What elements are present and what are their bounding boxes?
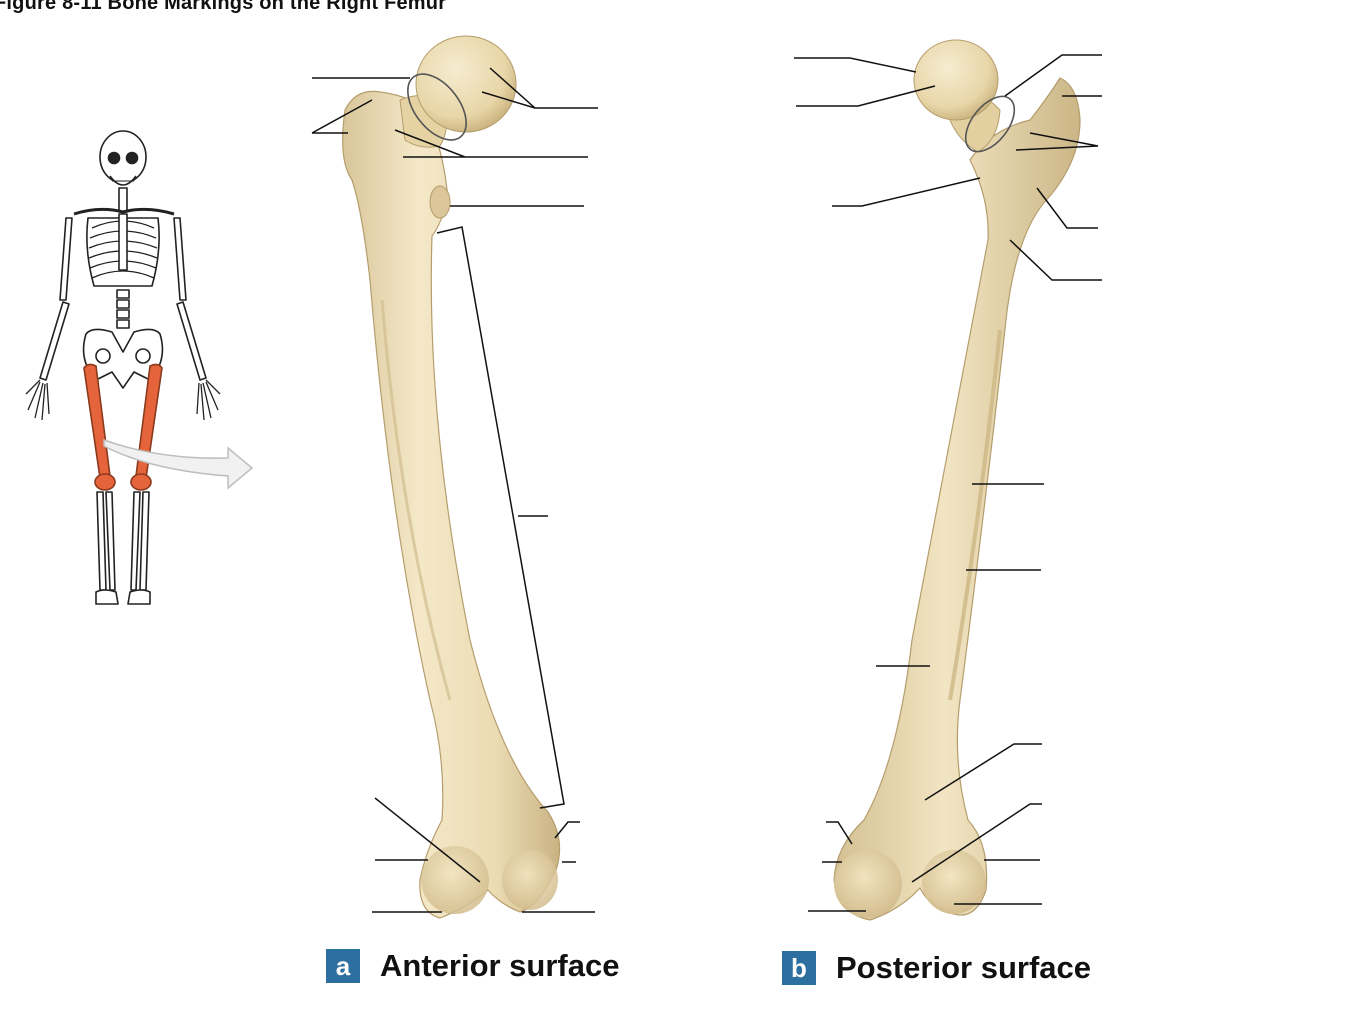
femur-posterior-neck-outline bbox=[964, 95, 1016, 153]
leader-line bbox=[911, 803, 1042, 883]
leader-line bbox=[826, 821, 853, 845]
leader-line bbox=[1004, 54, 1102, 97]
femur-anterior-medial-condyle bbox=[502, 850, 558, 910]
femur-posterior-head bbox=[913, 39, 999, 121]
leader-line bbox=[796, 85, 936, 107]
leader-line bbox=[794, 57, 917, 73]
femur-anterior-lesser-trochanter bbox=[429, 185, 451, 219]
leader-line bbox=[481, 67, 598, 109]
femur-posterior-lateral-condyle bbox=[922, 850, 986, 914]
orientation-arrow-icon bbox=[103, 438, 254, 490]
leader-line bbox=[374, 797, 481, 883]
femur-posterior-view bbox=[833, 39, 1081, 921]
femur-posterior-medial-condyle bbox=[834, 850, 902, 918]
femur-anterior-body bbox=[342, 90, 561, 919]
caption-posterior: b Posterior surface bbox=[782, 950, 1091, 986]
leader-line bbox=[832, 177, 981, 207]
leader-line bbox=[1015, 132, 1099, 151]
caption-anterior: a Anterior surface bbox=[326, 948, 619, 984]
femur-anterior-head bbox=[415, 35, 517, 133]
caption-posterior-text: Posterior surface bbox=[836, 950, 1091, 985]
anterior-leader-lines bbox=[311, 67, 598, 913]
figure-title: Figure 8-11 Bone Markings on the Right F… bbox=[0, 0, 447, 14]
leader-line bbox=[436, 226, 565, 809]
femur-anterior-neck-outline bbox=[407, 73, 467, 141]
leader-line bbox=[1009, 239, 1102, 281]
panel-letter-a: a bbox=[326, 949, 360, 983]
panel-letter-b: b bbox=[782, 951, 816, 985]
femur-posterior-body bbox=[833, 77, 1081, 921]
leader-line bbox=[394, 129, 588, 158]
leader-line bbox=[1036, 187, 1098, 229]
leader-line bbox=[311, 99, 373, 134]
femur-anterior-lateral-condyle bbox=[421, 846, 489, 914]
posterior-leader-lines bbox=[794, 54, 1102, 912]
caption-anterior-text: Anterior surface bbox=[380, 948, 620, 983]
femur-anterior-view bbox=[342, 35, 561, 919]
skeleton-orientation-figure bbox=[25, 130, 221, 605]
leader-line bbox=[924, 743, 1042, 801]
leader-line bbox=[554, 821, 580, 839]
